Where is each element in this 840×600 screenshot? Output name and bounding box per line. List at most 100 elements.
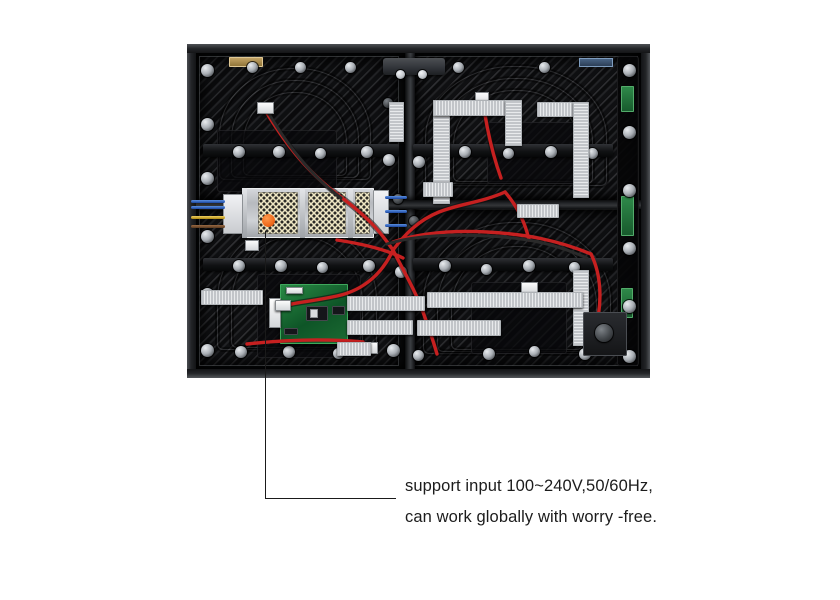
bottom-bolt-1 [235,346,247,358]
psu-rib-left [242,188,247,238]
tile-bolt-1 [247,62,258,73]
bar-bolt-17 [481,264,492,275]
ribbon-cable-14 [517,204,559,218]
ribbon-cable-12 [201,290,263,305]
frame-rail-right [641,44,650,378]
tile-bolt-4 [453,62,464,73]
ribbon-cable-3 [505,100,522,146]
ribbon-cable-1 [433,100,450,204]
bar-bolt-8 [503,148,514,159]
caption-block: support input 100~240V,50/60Hz, can work… [405,471,805,533]
cable-connector-1 [257,102,274,114]
power-supply-unit [242,188,374,238]
bar-bolt-11 [233,260,245,272]
psu-indicator-dot [262,214,275,227]
cabinet-vertical-seam [405,53,415,369]
tile-bolt-5 [539,62,550,73]
dark-bolt-3 [409,216,419,226]
ac-wire-yellow [191,216,225,219]
bar-bolt-5 [383,154,395,166]
frame-rail-top [187,44,650,53]
card-component-1 [284,328,298,335]
bar-bolt-12 [275,260,287,272]
module-center-slab-1 [217,130,337,192]
bottom-bolt-5 [413,350,424,361]
cable-connector-4 [521,282,538,294]
frame-bolt-8 [623,126,636,139]
frame-bolt-6 [201,344,214,357]
psu-rib-mid2 [348,188,353,238]
cable-connector-7 [245,240,259,251]
bar-bolt-18 [523,260,535,272]
cable-connector-3 [275,300,291,311]
frame-bolt-3 [201,172,214,185]
bar-bolt-9 [545,146,557,158]
frame-bolt-1 [201,64,214,77]
chip-marking [310,309,318,318]
ac-wire-brown [191,225,225,228]
bottom-bolt-7 [529,346,540,357]
housing-bolt [595,324,613,342]
bar-bolt-3 [315,148,326,159]
bar-bolt-4 [361,146,373,158]
frame-rail-left [187,44,196,378]
caption-line-2: can work globally with worry -free. [405,508,657,526]
power-cable-harness [245,99,602,357]
spec-label-plate [229,57,263,67]
ribbon-cable-11 [427,292,583,308]
bar-bolt-13 [317,262,328,273]
tile-bolt-3 [345,62,356,73]
ac-wire-blue-2 [191,206,225,209]
callout-vertical-line [265,231,266,498]
crossbar-left-upper [203,144,399,157]
memory-chip [332,306,345,315]
psu-vent-1 [258,192,298,234]
psu-terminal-block [223,194,243,234]
handle-bolt-left [396,70,405,79]
frame-bolt-11 [623,300,636,313]
ribbon-cable-4 [423,182,453,197]
frame-rail-bottom [187,369,650,378]
frame-bolt-7 [623,64,636,77]
frame-bolt-2 [201,118,214,131]
dark-bolt-1 [383,98,393,108]
ribbon-cable-13 [389,102,404,142]
bar-bolt-1 [233,146,245,158]
bottom-bolt-4 [387,344,400,357]
crossbar-left-lower [203,258,399,271]
led-cabinet-photo [187,44,650,378]
green-terminal-block-top [621,86,634,112]
dark-bolt-2 [393,194,403,204]
ribbon-cable-8 [347,296,425,311]
green-terminal-block-mid [621,196,634,236]
psu-output-terminal [373,190,389,234]
bar-bolt-14 [363,260,375,272]
bar-bolt-10 [587,148,598,159]
bar-bolt-7 [459,146,471,158]
callout-horizontal-line [265,498,396,499]
tile-bolt-2 [295,62,306,73]
card-connector-top [286,287,303,294]
bottom-bolt-6 [483,348,495,360]
psu-rib-mid1 [300,188,305,238]
caption-line-1: support input 100~240V,50/60Hz, [405,477,653,495]
frame-bolt-10 [623,242,636,255]
frame-bolt-4 [201,230,214,243]
ac-wire-blue [191,200,225,203]
ribbon-cable-2 [433,100,511,116]
ribbon-cable-10 [417,320,501,336]
dc-wire-blue-1 [385,196,407,199]
blue-label-strip [579,58,613,67]
dc-wire-blue-3 [385,224,407,227]
handle-bolt-right [418,70,427,79]
cabinet-horizontal-seam [196,200,641,209]
dc-wire-blue-2 [385,210,407,213]
bottom-bolt-2 [283,346,295,358]
bar-bolt-16 [439,260,451,272]
bar-bolt-19 [569,262,580,273]
ribbon-cable-9 [347,320,413,335]
ribbon-cable-15 [337,342,371,356]
bar-bolt-2 [273,146,285,158]
bar-bolt-6 [413,156,425,168]
